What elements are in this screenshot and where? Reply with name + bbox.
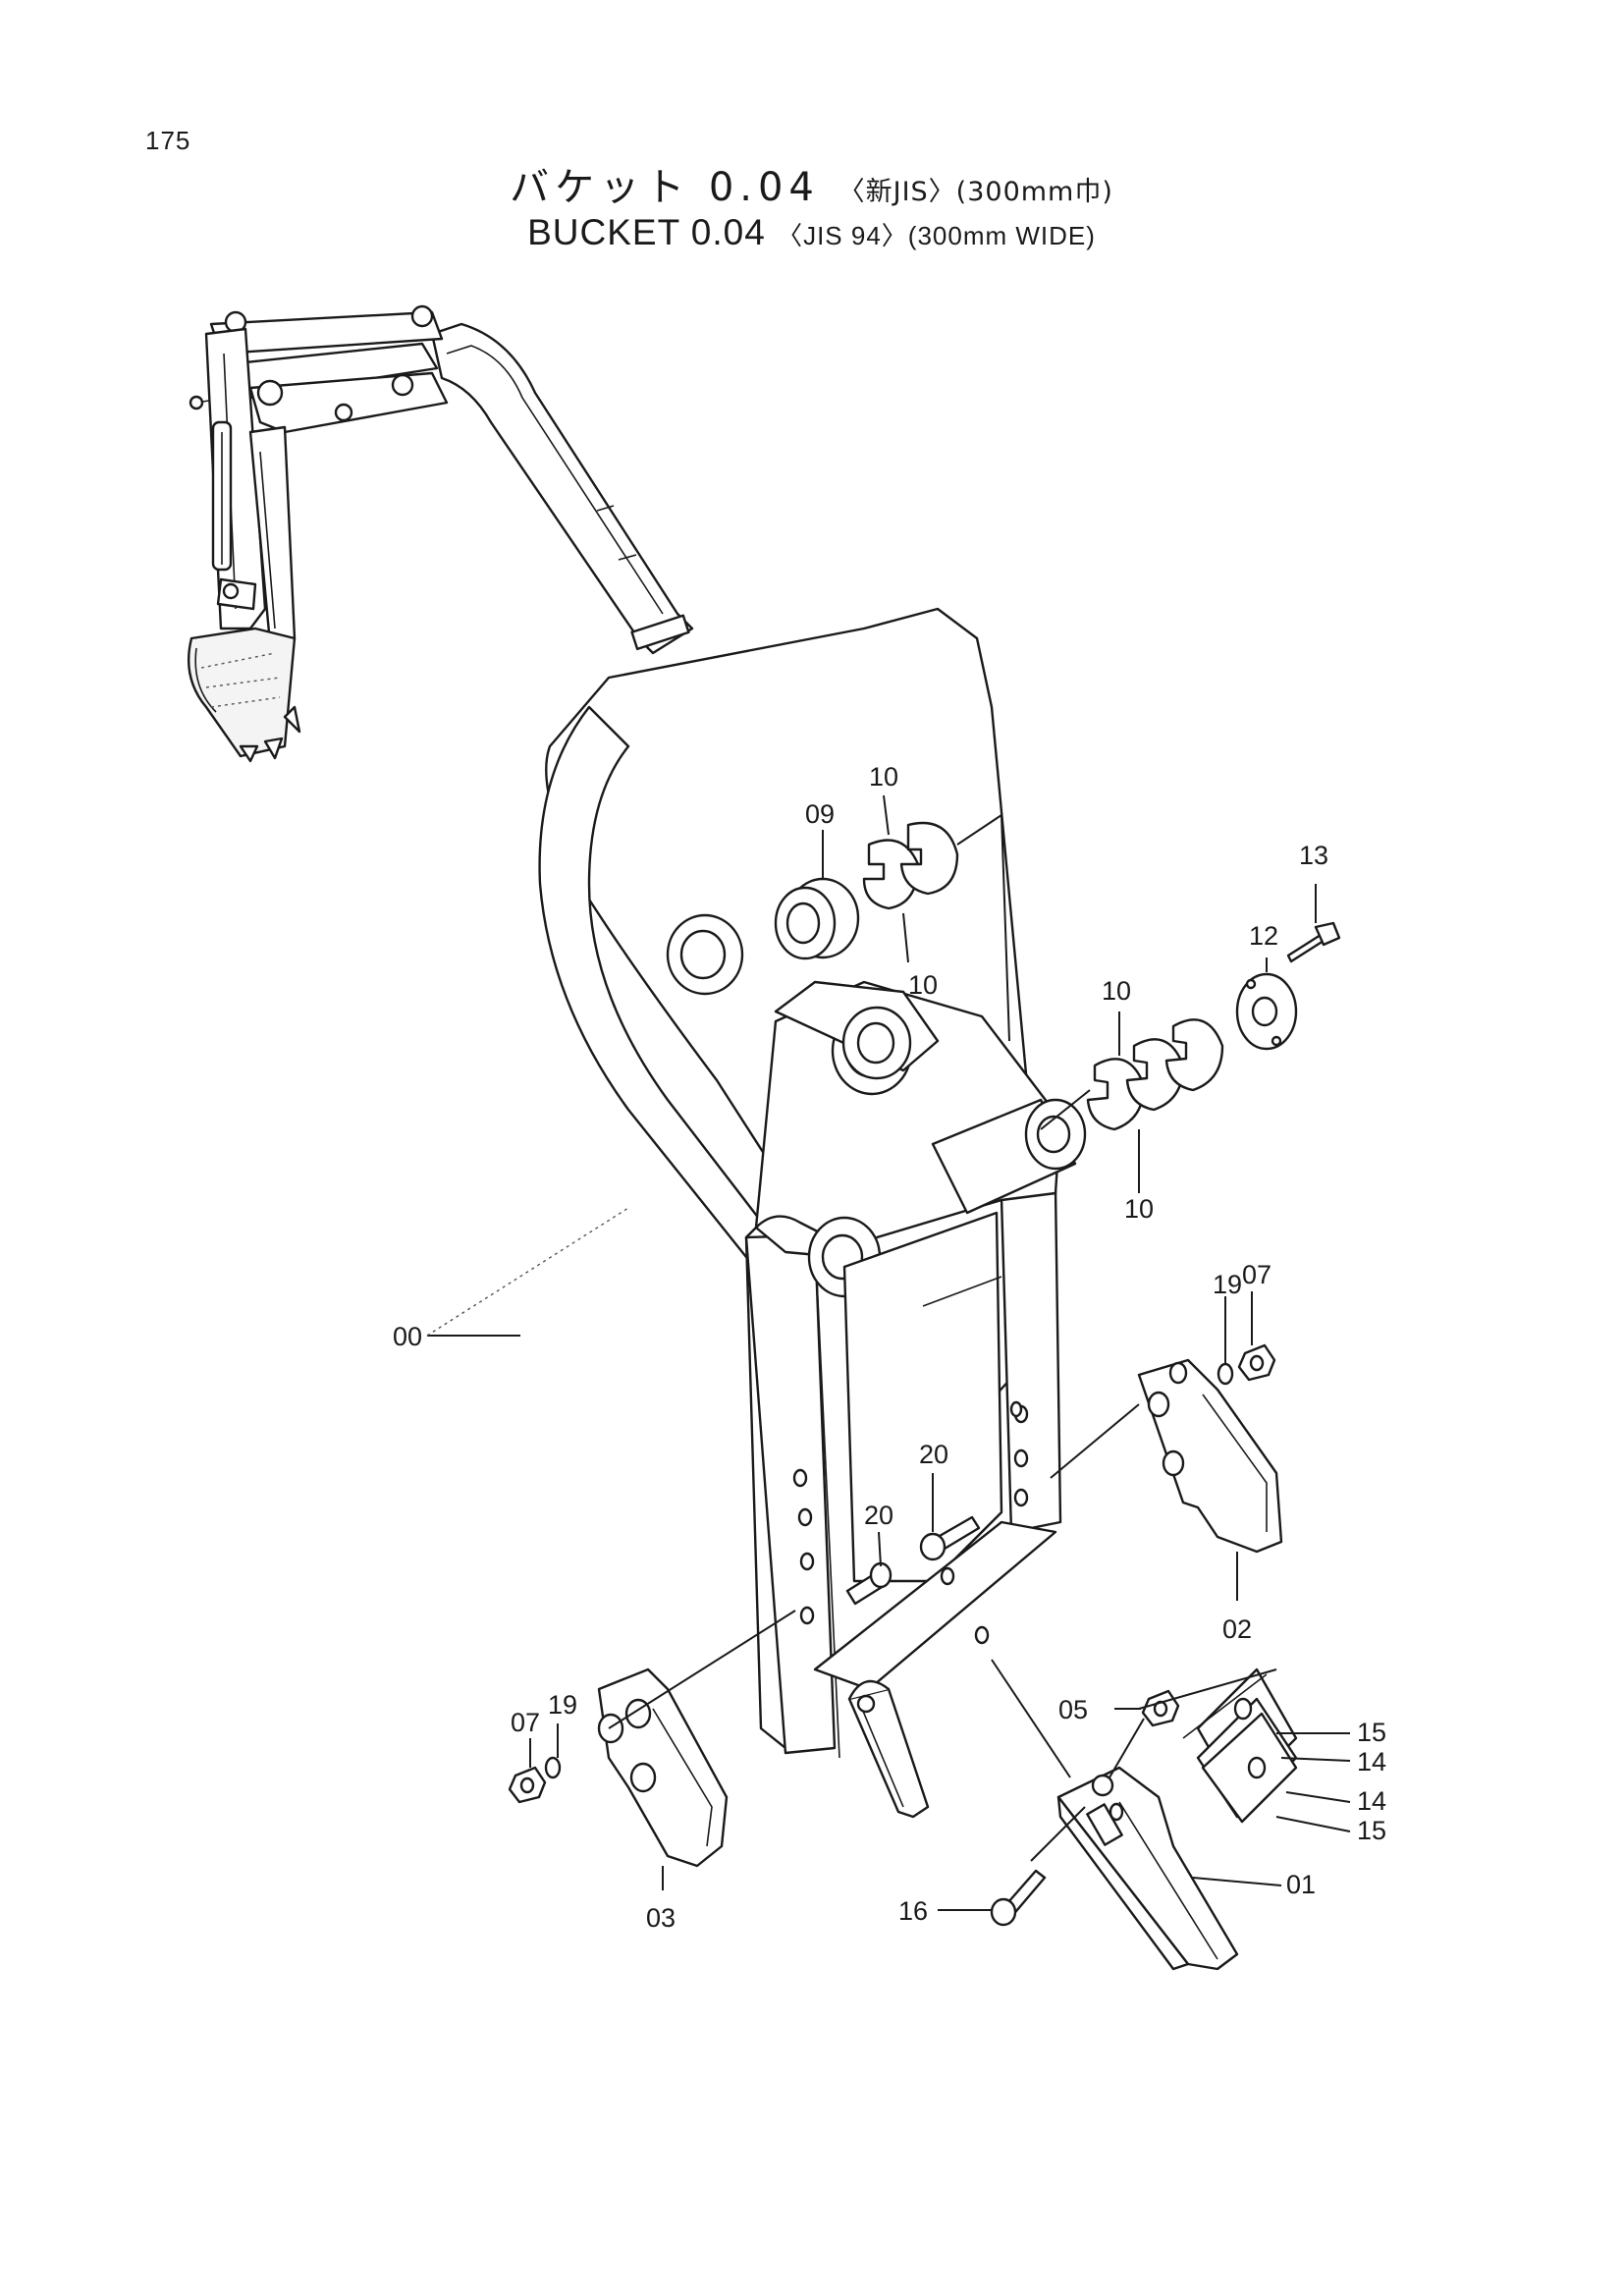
callout-10-top: 10 — [869, 762, 898, 792]
title-en-sub: 〈JIS 94〉(300mm WIDE) — [777, 221, 1096, 250]
title-jp-main: バケット 0.04 — [510, 165, 820, 210]
callout-10-mid: 10 — [908, 970, 938, 1000]
callout-07-left: 07 — [511, 1708, 540, 1737]
callout-14-lower: 14 — [1357, 1786, 1386, 1816]
side-cutter-03 — [597, 1667, 729, 1868]
callout-09: 09 — [805, 799, 835, 829]
title-japanese: バケット 0.04 〈新JIS〉(300mm巾) — [0, 155, 1623, 212]
title-english: BUCKET 0.04 〈JIS 94〉(300mm WIDE) — [0, 212, 1623, 253]
callout-19-right: 19 — [1213, 1270, 1242, 1299]
callout-20-left: 20 — [864, 1501, 893, 1530]
callout-12: 12 — [1249, 921, 1278, 951]
tooth-01 — [1056, 1766, 1239, 1971]
callout-10-lower: 10 — [1124, 1194, 1154, 1224]
callout-15-upper: 15 — [1357, 1718, 1386, 1747]
callout-00: 00 — [393, 1322, 422, 1351]
title-jp-sub: 〈新JIS〉(300mm巾) — [838, 177, 1113, 207]
hardware-parts — [508, 821, 1341, 1927]
callout-05: 05 — [1058, 1695, 1088, 1724]
callout-07-right: 07 — [1242, 1260, 1271, 1289]
callout-16: 16 — [898, 1896, 928, 1926]
callout-13: 13 — [1299, 841, 1328, 870]
side-cutter-02 — [1137, 1358, 1283, 1554]
callout-14-upper: 14 — [1357, 1747, 1386, 1777]
callout-15-lower: 15 — [1357, 1816, 1386, 1845]
callout-01: 01 — [1286, 1870, 1316, 1899]
leader-lines — [426, 794, 1351, 1911]
title-en-main: BUCKET 0.04 — [527, 212, 766, 252]
callout-labels: 00 01 02 03 05 07 07 09 10 10 10 10 12 1… — [393, 762, 1386, 1933]
callout-10-right: 10 — [1102, 976, 1131, 1006]
callout-03: 03 — [646, 1903, 676, 1933]
bucket-body-00 — [538, 607, 1087, 1819]
excavator-overview-illustration — [188, 304, 694, 763]
callout-02: 02 — [1222, 1614, 1252, 1644]
page-number: 175 — [145, 126, 191, 155]
callout-19-left: 19 — [548, 1690, 577, 1720]
callout-20-right: 20 — [919, 1440, 948, 1469]
